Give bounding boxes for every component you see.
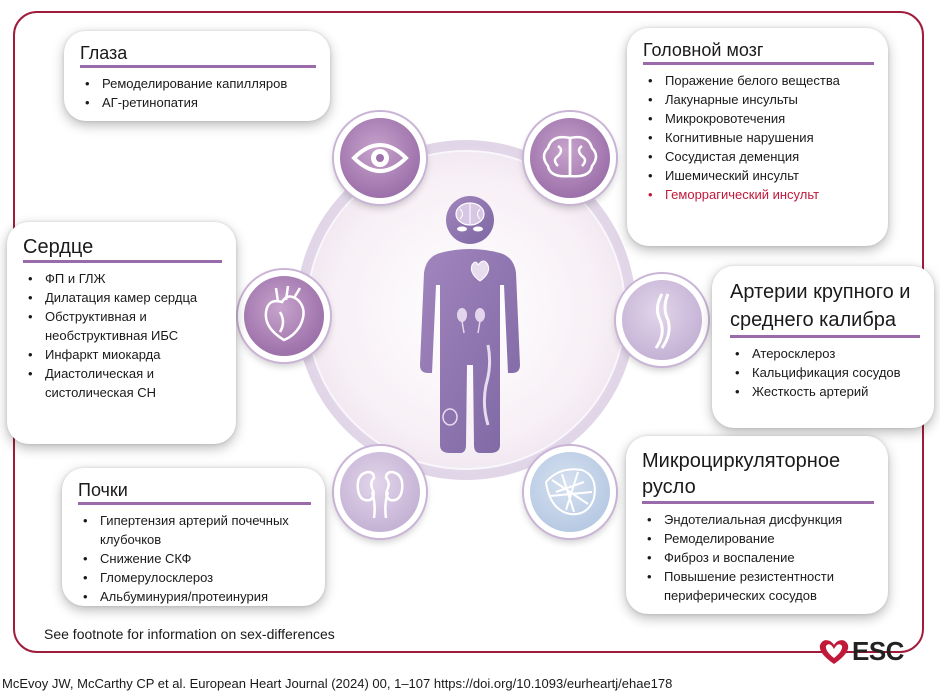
arteries-title: Артерии крупного и среднего калибра <box>730 278 920 338</box>
list-item: Инфаркт миокарда <box>28 345 222 364</box>
list-item: Фиброз и воспаление <box>647 548 874 567</box>
heart-icon <box>238 270 330 362</box>
list-item: Гломерулосклероз <box>83 568 311 587</box>
eye-icon <box>334 112 426 204</box>
list-item: Ремоделирование капилляров <box>85 74 316 93</box>
brain-icon <box>524 112 616 204</box>
list-item: АГ-ретинопатия <box>85 93 316 112</box>
microcirculation-card: Микроциркуляторное русло Эндотелиальная … <box>626 436 888 614</box>
list-item: Диастолическая и систолическая СН <box>28 364 222 402</box>
esc-logo-text: ESC <box>852 636 904 666</box>
list-item: Ишемический инсульт <box>648 166 874 185</box>
heart-card: Сердце ФП и ГЛЖ Дилатация камер сердца О… <box>7 222 236 444</box>
list-item: Лакунарные инсульты <box>648 90 874 109</box>
heart-title: Сердце <box>23 236 222 263</box>
artery-icon <box>616 274 708 366</box>
list-item: Снижение СКФ <box>83 549 311 568</box>
brain-card: Головной мозг Поражение белого вещества … <box>627 28 888 246</box>
footnote: See footnote for information on sex-diff… <box>44 626 335 642</box>
list-item: Ремоделирование <box>647 529 874 548</box>
list-item: Когнитивные нарушения <box>648 128 874 147</box>
list-item: Обструктивная и необструктивная ИБС <box>28 307 222 345</box>
kidneys-title: Почки <box>78 480 311 505</box>
list-item: ФП и ГЛЖ <box>28 269 222 288</box>
list-item: Дилатация камер сердца <box>28 288 222 307</box>
list-item: Микрокровотечения <box>648 109 874 128</box>
arteries-card: Артерии крупного и среднего калибра Атер… <box>712 266 934 428</box>
citation: McEvoy JW, McCarthy CP et al. European H… <box>2 676 673 691</box>
list-item: Альбуминурия/протеинурия <box>83 587 311 606</box>
list-item: Гипертензия артерий почечных клубочков <box>83 511 311 549</box>
list-item: Повышение резистентности периферических … <box>647 567 874 605</box>
list-item-highlighted: Геморрагический инсульт <box>648 185 874 204</box>
human-body-icon <box>420 196 520 453</box>
eyes-card: Глаза Ремоделирование капилляров АГ-рети… <box>64 31 330 121</box>
esc-heart-logo <box>819 640 849 664</box>
kidney-icon <box>334 446 426 538</box>
kidneys-card: Почки Гипертензия артерий почечных клубо… <box>62 468 325 606</box>
list-item: Эндотелиальная дисфункция <box>647 510 874 529</box>
capillary-icon <box>524 446 616 538</box>
list-item: Атеросклероз <box>735 344 920 363</box>
brain-title: Головной мозг <box>643 40 874 65</box>
eyes-title: Глаза <box>80 43 316 68</box>
list-item: Поражение белого вещества <box>648 71 874 90</box>
microcirculation-title: Микроциркуляторное русло <box>642 448 874 504</box>
list-item: Кальцификация сосудов <box>735 363 920 382</box>
list-item: Сосудистая деменция <box>648 147 874 166</box>
list-item: Жесткость артерий <box>735 382 920 401</box>
